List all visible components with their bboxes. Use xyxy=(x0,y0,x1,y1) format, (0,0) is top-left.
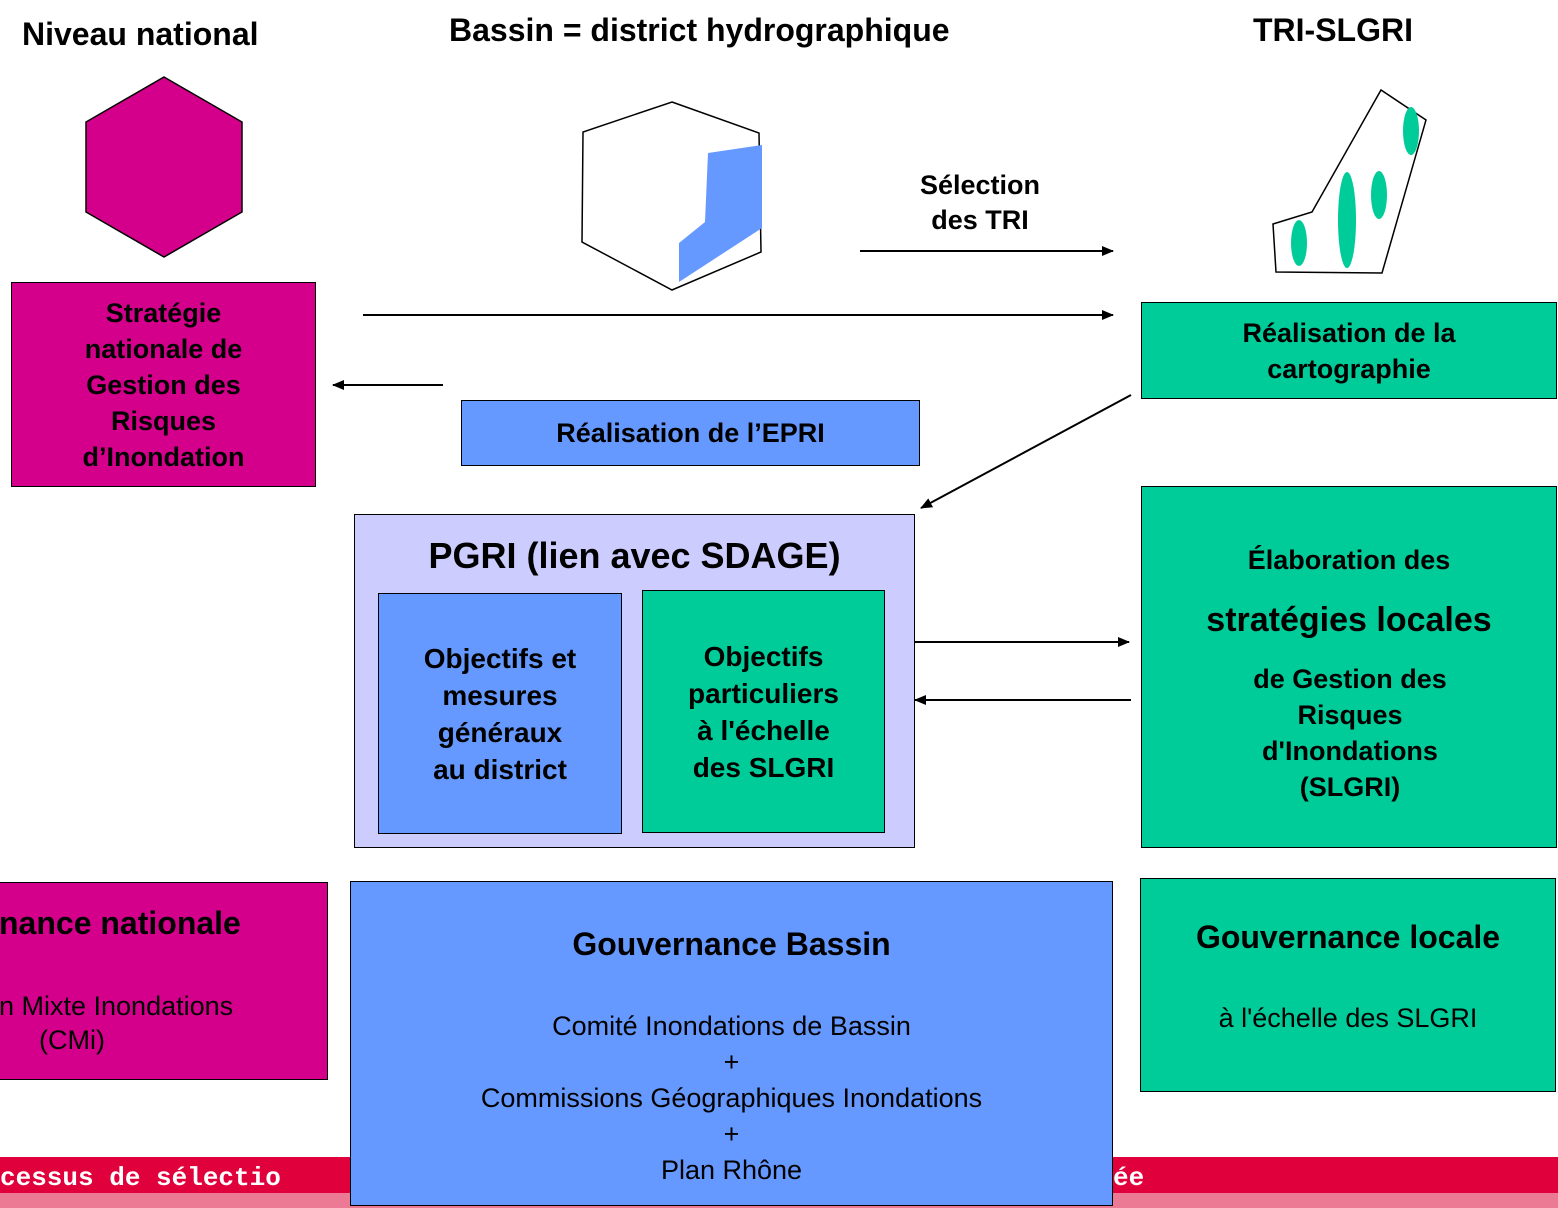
slgri-box: Élaboration des stratégies locales de Ge… xyxy=(1141,486,1557,848)
slgri-rest-line: d'Inondations xyxy=(1262,736,1438,766)
strategie-line: Risques xyxy=(110,405,217,436)
slgri-line1: Élaboration des xyxy=(1247,545,1451,575)
strategie-line: d’Inondation xyxy=(82,441,245,472)
national-hexagon-icon xyxy=(85,76,243,258)
pgri-title: PGRI (lien avec SDAGE) xyxy=(428,535,841,576)
cartographie-line: Réalisation de la xyxy=(1242,317,1456,348)
epri-box: Réalisation de l’EPRI xyxy=(461,400,920,466)
header-tri-slgri: TRI-SLGRI xyxy=(1253,12,1413,48)
gouvernance-bassin-line: + xyxy=(723,1047,740,1077)
slgri-rest-line: (SLGRI) xyxy=(1299,772,1401,802)
gouvernance-bassin-body: Comité Inondations de Bassin + Commissio… xyxy=(351,1008,1112,1188)
slgri-rest: de Gestion des Risques d'Inondations (SL… xyxy=(1142,661,1558,805)
gouvernance-bassin-line: Comité Inondations de Bassin xyxy=(552,1011,911,1041)
tri-zone-1 xyxy=(1291,220,1307,266)
objectifs-particuliers-box: Objectifs particuliers à l'échelle des S… xyxy=(642,590,885,833)
cartographie-line: cartographie xyxy=(1267,353,1431,384)
strategie-line: Gestion des xyxy=(86,369,241,400)
gouvernance-nationale-box: nance nationale n Mixte Inondations (CMi… xyxy=(0,882,328,1080)
gouvernance-bassin-line: Commissions Géographiques Inondations xyxy=(480,1083,983,1113)
objectifs-generaux-line: mesures xyxy=(442,679,558,711)
gouvernance-bassin-line: Plan Rhône xyxy=(660,1155,803,1185)
gouvernance-bassin-box: Gouvernance Bassin Comité Inondations de… xyxy=(350,881,1113,1206)
gouvernance-bassin-title: Gouvernance Bassin xyxy=(572,926,891,962)
gouvernance-locale-box: Gouvernance locale à l'échelle des SLGRI xyxy=(1140,878,1556,1092)
objectifs-particuliers-line: Objectifs xyxy=(703,640,824,672)
objectifs-particuliers-line: particuliers xyxy=(688,677,839,709)
gouvernance-nationale-body: n Mixte Inondations (CMi) xyxy=(0,989,289,1057)
gouvernance-nationale-line: (CMi) xyxy=(39,1025,105,1055)
gouvernance-locale-title: Gouvernance locale xyxy=(1195,919,1501,955)
strategie-line: nationale de xyxy=(84,333,243,364)
epri-label: Réalisation de l’EPRI xyxy=(556,418,825,448)
slgri-rest-line: de Gestion des xyxy=(1253,664,1447,694)
objectifs-particuliers-line: des SLGRI xyxy=(692,751,835,783)
slgri-rest-line: Risques xyxy=(1297,700,1403,730)
slgri-line2: stratégies locales xyxy=(1206,601,1492,639)
tri-zone-3 xyxy=(1371,171,1387,219)
tri-zone-4 xyxy=(1403,107,1419,155)
arrow-cartographie-to-pgri xyxy=(920,394,1132,509)
objectifs-generaux-box: Objectifs et mesures généraux au distric… xyxy=(378,593,622,834)
objectifs-generaux-line: généraux xyxy=(437,716,563,748)
gouvernance-locale-body: à l'échelle des SLGRI xyxy=(1218,1003,1478,1033)
cartographie-box: Réalisation de la cartographie xyxy=(1141,302,1557,399)
objectifs-generaux-line: Objectifs et xyxy=(423,642,577,674)
selection-tri-label: Sélection des TRI xyxy=(880,168,1080,238)
strategie-nationale-box: Stratégie nationale de Gestion des Risqu… xyxy=(11,282,316,487)
bassin-district-shape xyxy=(679,145,762,282)
tri-zone-2 xyxy=(1338,172,1356,268)
strategie-line: Stratégie xyxy=(105,297,222,328)
selection-label-line1: Sélection xyxy=(919,170,1041,200)
footer-text-left: cessus de sélectio xyxy=(0,1163,281,1193)
footer-text-right: ée xyxy=(1113,1163,1145,1193)
selection-label-line2: des TRI xyxy=(931,205,1029,235)
gouvernance-nationale-line: n Mixte Inondations xyxy=(0,991,234,1021)
gouvernance-bassin-line: + xyxy=(723,1119,740,1149)
objectifs-generaux-line: au district xyxy=(433,753,567,785)
gouvernance-nationale-title: nance nationale xyxy=(0,905,241,941)
pgri-box: PGRI (lien avec SDAGE) Objectifs et mesu… xyxy=(354,514,915,848)
header-bassin: Bassin = district hydrographique xyxy=(449,12,950,48)
header-niveau-national: Niveau national xyxy=(22,16,259,52)
objectifs-particuliers-line: à l'échelle xyxy=(697,714,830,746)
